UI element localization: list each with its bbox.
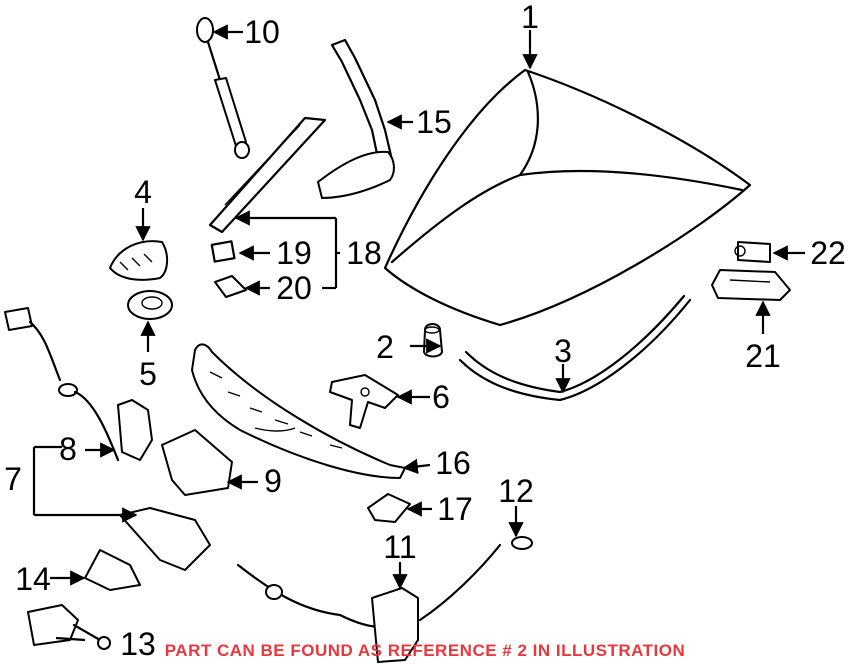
front-panel-part (191, 343, 406, 479)
callout-8: 8 (59, 431, 77, 467)
callout-6: 6 (432, 379, 450, 415)
callout-21: 21 (745, 338, 781, 374)
callout-9: 9 (264, 463, 282, 499)
gas-strut-part (196, 17, 250, 159)
callout-15: 15 (416, 104, 452, 140)
callout-2: 2 (376, 329, 394, 365)
hinge-part (317, 38, 395, 199)
clip-19-part (210, 240, 236, 263)
callout-1: 1 (521, 0, 539, 35)
callout-22: 22 (810, 235, 846, 271)
callout-11: 11 (383, 529, 416, 565)
actuator-part (27, 604, 111, 650)
callout-12: 12 (498, 473, 534, 509)
bumper-part (423, 323, 443, 358)
callout-16: 16 (435, 445, 471, 481)
lock-assembly-part (119, 507, 211, 571)
callout-4: 4 (134, 174, 152, 210)
callout-18: 18 (346, 235, 382, 271)
callout-5: 5 (139, 356, 157, 392)
bracket-14-part (84, 549, 141, 591)
hood-part (383, 68, 752, 327)
callout-14: 14 (15, 561, 51, 597)
reference-notice: PART CAN BE FOUND AS REFERENCE # 2 IN IL… (164, 641, 686, 660)
hinge-arm-part (208, 116, 327, 234)
latch-bracket-part (711, 269, 791, 301)
callout-3: 3 (554, 333, 572, 369)
callout-20: 20 (276, 270, 312, 306)
callout-13: 13 (120, 626, 156, 662)
leader-lines (32, 24, 805, 642)
callout-10: 10 (244, 14, 280, 50)
sensor-part (734, 241, 771, 263)
base-part (127, 290, 173, 320)
pad-part (367, 493, 411, 523)
callout-17: 17 (437, 491, 473, 527)
cover-part (109, 240, 168, 281)
lock-switch-part (117, 399, 153, 461)
callout-7: 7 (4, 461, 22, 497)
bracket-part (329, 374, 399, 429)
callout-19: 19 (276, 235, 312, 271)
hood-seal-part (458, 294, 692, 402)
panel-9-part (161, 429, 233, 496)
clip-20-part (214, 275, 247, 298)
